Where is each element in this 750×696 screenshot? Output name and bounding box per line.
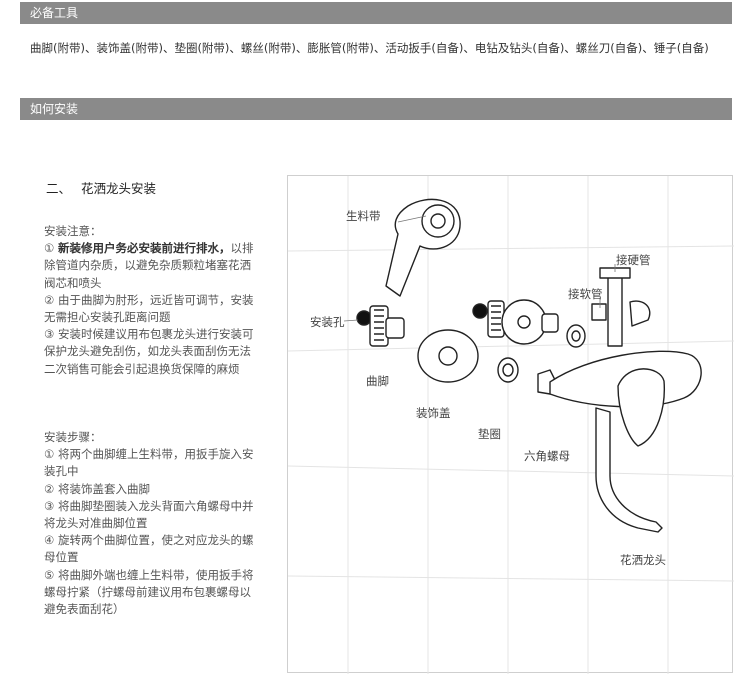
diagram-drawing xyxy=(288,176,734,674)
hole-dot-left xyxy=(356,310,372,326)
tape-icon xyxy=(385,198,461,297)
label-elbow: 曲脚 xyxy=(366,374,389,388)
label-tape: 生料带 xyxy=(346,209,381,223)
label-hex-nut: 六角螺母 xyxy=(524,449,570,463)
tools-header-label: 必备工具 xyxy=(30,6,79,20)
label-hole: 安装孔 xyxy=(310,315,345,329)
hole-dot-right xyxy=(472,303,488,319)
install-steps: 安装步骤： ① 将两个曲脚缠上生料带，用扳手旋入安装孔中 ② 将装饰盖套入曲脚 … xyxy=(44,429,260,618)
section-title-text: 花洒龙头安装 xyxy=(81,181,157,196)
step-item: ④ 旋转两个曲脚位置，使之对应龙头的螺母位置 xyxy=(44,533,254,565)
step-item: ③ 将曲脚垫圈装入龙头背面六角螺母中并将龙头对准曲脚位置 xyxy=(44,498,254,531)
label-soft-pipe: 接软管 xyxy=(568,287,603,301)
install-section-title: 二、花洒龙头安装 xyxy=(46,178,156,197)
section-number: 二、 xyxy=(46,181,72,196)
elbow-right-icon xyxy=(487,299,559,345)
tools-list: 曲脚(附带)、装饰盖(附带)、垫圈(附带)、螺丝(附带)、膨胀管(附带)、活动扳… xyxy=(30,41,709,55)
note-item: ③ 安装时候建议用布包裹龙头进行安装可保护龙头避免刮伤，如龙头表面刮伤无法二次销… xyxy=(44,327,254,376)
label-rigid-pipe: 接硬管 xyxy=(616,253,651,267)
install-header-label: 如何安装 xyxy=(30,102,79,116)
steps-heading: 安装步骤： xyxy=(44,430,102,444)
step-item: ① 将两个曲脚缠上生料带，用扳手旋入安装孔中 xyxy=(44,447,254,479)
label-faucet: 花洒龙头 xyxy=(620,553,666,567)
cover-icon xyxy=(417,329,479,383)
elbow-left-icon xyxy=(369,305,405,347)
notes-heading: 安装注意： xyxy=(44,224,102,238)
washer-icon xyxy=(497,324,586,383)
label-washer: 垫圈 xyxy=(478,427,501,441)
note-item: ① 新装修用户务必安装前进行排水，以排除管道内杂质，以避免杂质颗粒堵塞花洒阀芯和… xyxy=(44,241,254,290)
step-item: ⑤ 将曲脚外端也缠上生料带，使用扳手将螺母拧紧（拧螺母前建议用布包裹螺母以避免表… xyxy=(44,567,254,617)
installation-diagram: 生料带 安装孔 曲脚 装饰盖 垫圈 六角螺母 接硬管 接软管 花洒龙头 xyxy=(287,175,734,674)
tools-header: 必备工具 xyxy=(20,2,732,24)
install-header: 如何安装 xyxy=(20,98,732,120)
label-cover: 装饰盖 xyxy=(416,406,451,420)
faucet-icon xyxy=(549,267,702,533)
install-notes: 安装注意： ① 新装修用户务必安装前进行排水，以排除管道内杂质，以避免杂质颗粒堵… xyxy=(44,223,260,378)
step-item: ② 将装饰盖套入曲脚 xyxy=(44,481,150,496)
note-item: ② 由于曲脚为肘形，远近皆可调节，安装无需担心安装孔距离问题 xyxy=(44,292,254,325)
